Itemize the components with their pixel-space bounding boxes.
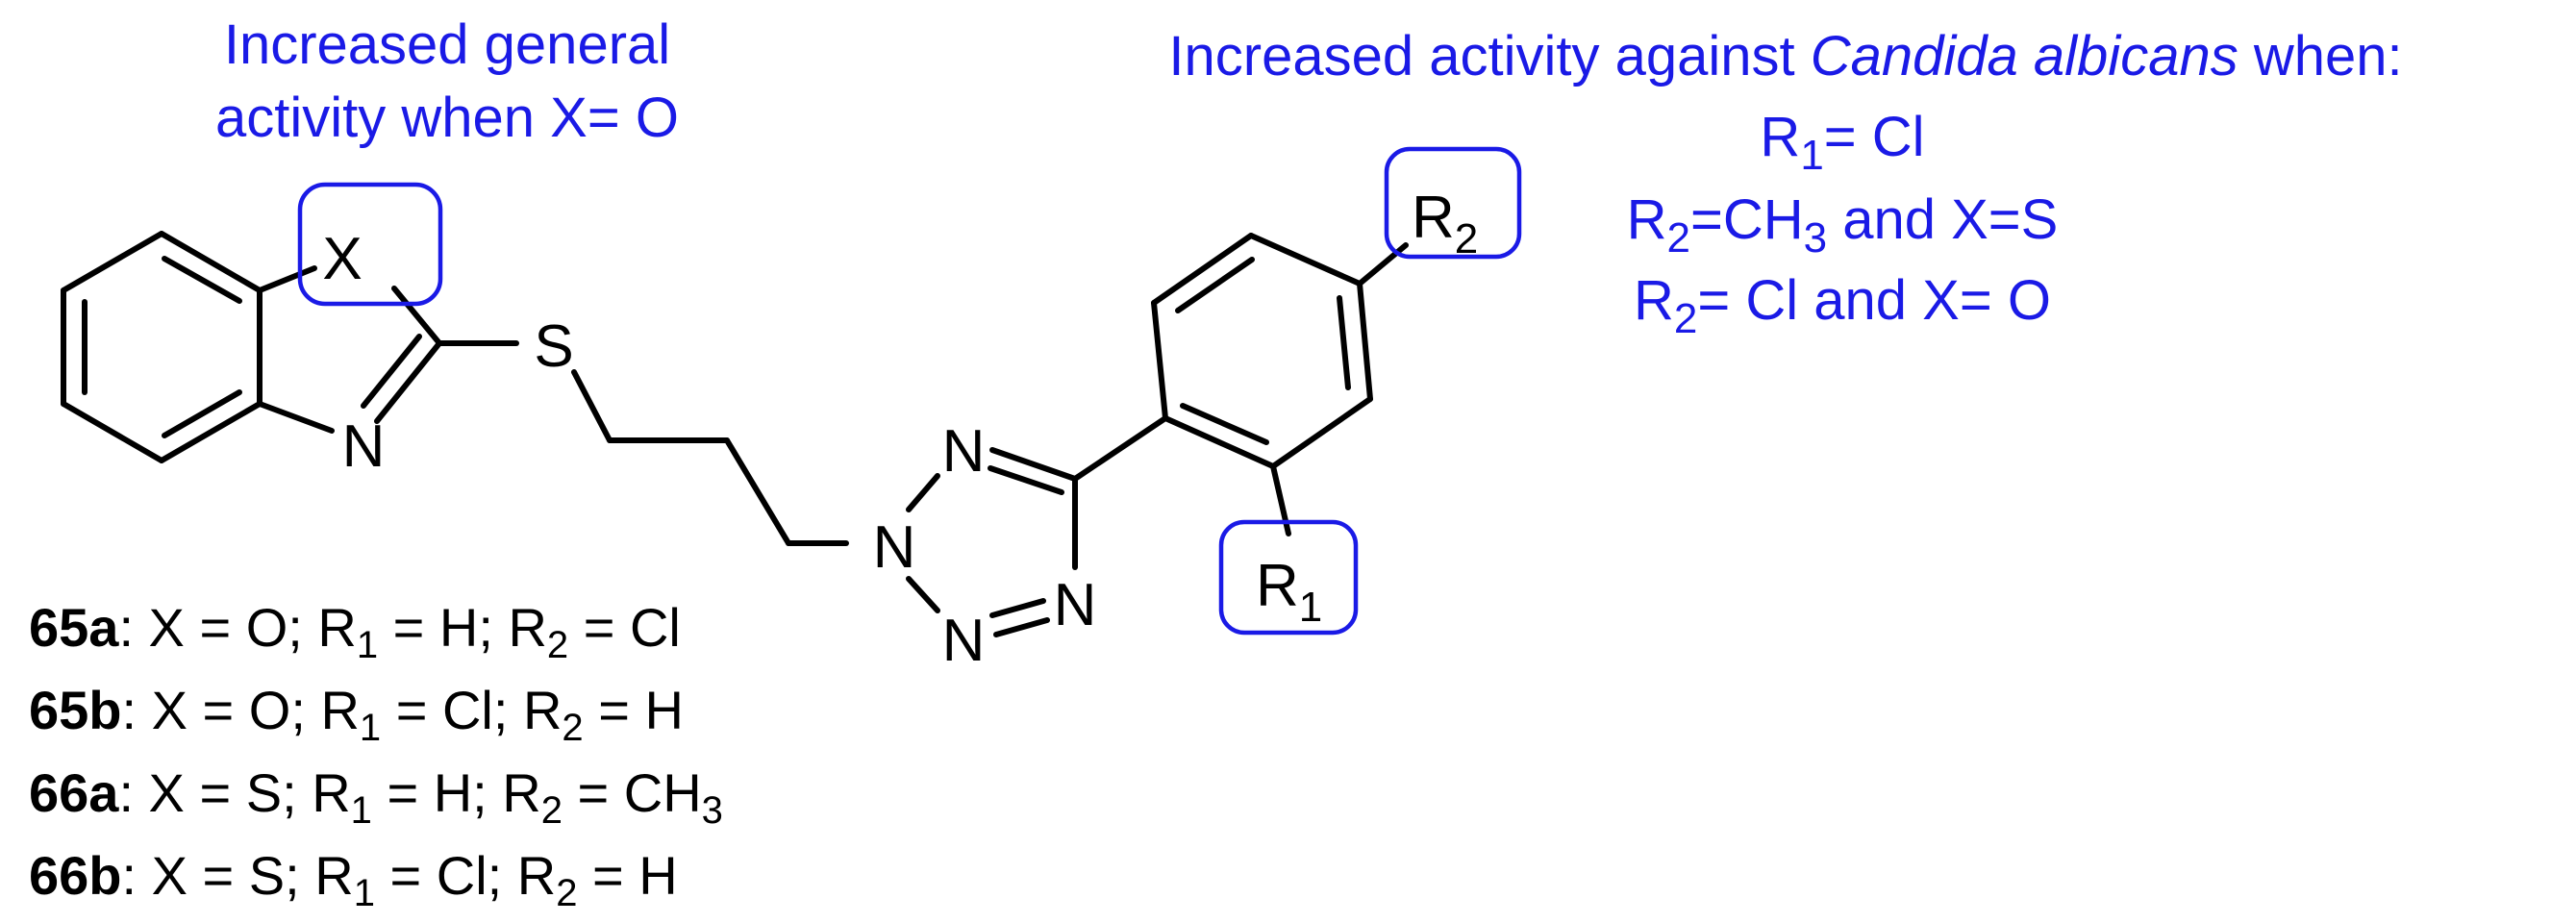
bond [1357, 281, 1373, 402]
double-bond-inner [988, 465, 1064, 495]
atom-n1: N [942, 608, 986, 674]
bond [906, 473, 940, 512]
double-bond-inner [361, 334, 422, 409]
substituent-r2: R2 [1412, 185, 1478, 262]
bond [1270, 396, 1373, 469]
thiopropyl-linker: S [437, 313, 849, 546]
bond-to-r2 [1357, 242, 1409, 287]
atom-s: S [534, 313, 573, 380]
compound-66a: 66a: X = S; R1 = H; R2 = CH3 [29, 762, 723, 832]
double-bond-inner [1337, 295, 1351, 390]
annotation-candida-title: Increased activity against Candida albic… [1168, 25, 2402, 87]
compound-66b: 66b: X = S; R1 = Cl; R2 = H [29, 845, 678, 914]
bond [257, 265, 317, 293]
atom-x: X [322, 226, 362, 292]
phenyl-ring [1072, 233, 1409, 536]
bond [989, 447, 1078, 482]
double-bond-inner [1175, 257, 1255, 313]
annotation-condition-r2-cl: R2= Cl and X= O [1634, 269, 2051, 342]
atom-n-benzazole: N [342, 413, 386, 480]
bond [1151, 300, 1168, 421]
bond [1151, 233, 1254, 306]
compound-65b: 65b: X = O; R1 = Cl; R2 = H [29, 680, 684, 749]
bond [1163, 415, 1276, 469]
bond [1248, 233, 1363, 287]
benzazole-core: X N [61, 226, 442, 480]
bond [906, 576, 940, 613]
double-bond-inner [162, 256, 242, 304]
bond [374, 340, 442, 424]
annotation-general-line2: activity when X= O [215, 87, 679, 149]
bond [61, 401, 164, 463]
compound-legend: 65a: X = O; R1 = H; R2 = Cl 65b: X = O; … [29, 597, 723, 914]
bond [724, 437, 791, 546]
bond [159, 401, 263, 463]
annotation-general-line1: Increased general [224, 13, 670, 76]
highlight-box-x [297, 182, 443, 307]
bond [1072, 415, 1168, 482]
double-bond-inner [1180, 403, 1269, 445]
tetrazole-ring: N N N N [873, 418, 1097, 674]
atom-n2: N [873, 514, 916, 581]
bond [61, 231, 164, 293]
highlight-box-r1 [1218, 519, 1359, 636]
annotation-condition-r2-ch3: R2=CH3 and X=S [1627, 188, 2059, 262]
atom-n4: N [1054, 572, 1097, 638]
highlight-box-r2 [1384, 146, 1522, 260]
bond [159, 231, 263, 293]
double-bond-inner [162, 389, 242, 438]
atom-n3: N [942, 418, 986, 485]
bond [571, 369, 613, 443]
substituent-r1: R1 [1256, 553, 1322, 631]
bond [989, 598, 1046, 618]
double-bond-inner [993, 617, 1050, 637]
bond [391, 286, 442, 346]
bond [257, 401, 335, 434]
annotation-condition-r1-cl: R1= Cl [1760, 106, 1924, 179]
compound-65a: 65a: X = O; R1 = H; R2 = Cl [29, 597, 681, 666]
